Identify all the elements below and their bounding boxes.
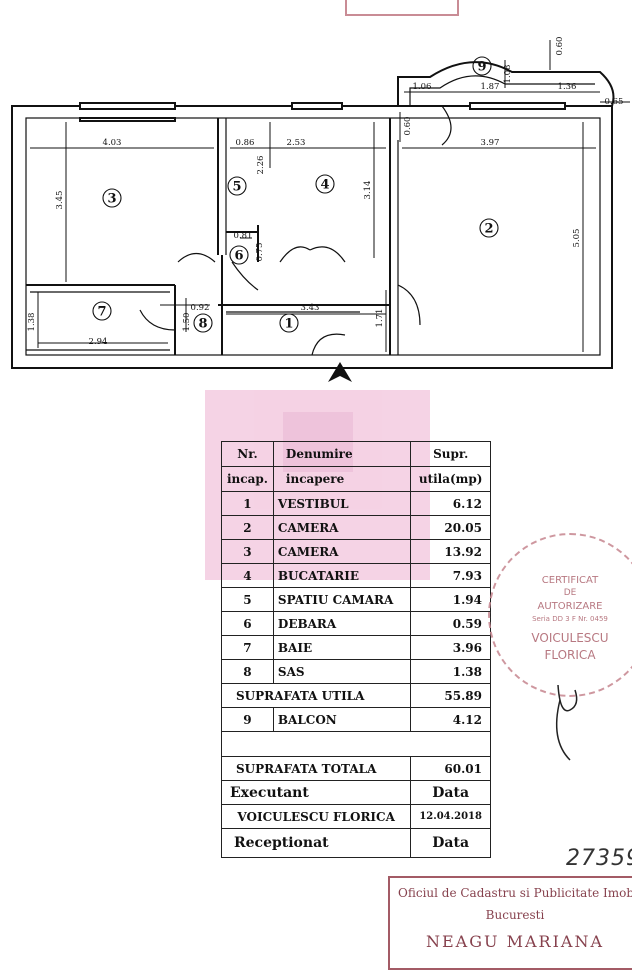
dim-label: 1.06 [413, 82, 432, 92]
entrance-arrow-icon [328, 362, 352, 382]
room-number-3: 3 [107, 192, 116, 207]
header-denumire: Denumire [272, 441, 412, 467]
executant-data-label: Data [410, 780, 491, 805]
dim-label: 0.92 [191, 303, 210, 313]
executant-date: 12.04.2018 [410, 804, 491, 829]
room-number-2: 2 [484, 222, 493, 237]
executant-name: VOICULESCU FLORICA [220, 804, 412, 829]
dim-label: 3.45 [55, 191, 65, 210]
balcony-outline [397, 61, 615, 107]
header-incapere: incapere [272, 466, 412, 492]
dimension-labels: 4.03 3.45 0.86 2.53 2.26 3.14 3.97 5.05 … [27, 37, 623, 347]
dim-label: 3.43 [301, 303, 320, 313]
ocpi-stamp: Oficiul de Cadastru si Publicitate Imob … [388, 876, 632, 970]
dim-label: 2.26 [256, 156, 266, 175]
executant-name-row: VOICULESCU FLORICA 12.04.2018 [220, 804, 491, 829]
stamp-fragment-top [345, 0, 459, 16]
total-row: SUPRAFATA TOTALA 60.01 [220, 756, 491, 781]
signature-mark [555, 684, 578, 761]
empty-row [221, 731, 491, 757]
area-table: Nr. Denumire Supr. incap. incapere utila… [220, 441, 491, 858]
util-label: SUPRAFATA UTILA [220, 683, 412, 708]
executant-label: Executant [220, 780, 412, 805]
floor-plan: 1 2 3 4 5 6 7 8 9 4.03 3.45 0.86 2.53 2.… [11, 37, 630, 382]
dim-label: 1.38 [27, 313, 37, 332]
receptionat-data-label: Data [410, 828, 491, 858]
header-supr: Supr. [410, 441, 491, 467]
dim-label: 0.75 [255, 243, 265, 262]
room-number-4: 4 [320, 178, 329, 193]
dim-label: 1.08 [503, 65, 513, 84]
dim-label: 2.53 [287, 138, 306, 148]
dim-label: 0.81 [234, 231, 253, 241]
dim-label: 5.05 [572, 229, 582, 248]
header-utila: utila(mp) [410, 466, 491, 492]
room-number-9: 9 [477, 60, 486, 75]
room-number-1: 1 [284, 317, 293, 332]
room-number-5: 5 [232, 180, 241, 195]
header-incap: incap. [221, 466, 274, 492]
dim-label: 0.86 [236, 138, 255, 148]
dim-label: 3.14 [363, 181, 373, 200]
total-value: 60.01 [410, 756, 491, 781]
total-label: SUPRAFATA TOTALA [220, 756, 412, 781]
dim-label: 1.87 [481, 82, 500, 92]
dim-label: 1.36 [558, 82, 577, 92]
dim-label: 0.60 [555, 37, 565, 56]
certificate-stamp: CERTIFICAT DE AUTORIZARE Seria DD 3 F Nr… [488, 533, 632, 697]
receptionat-row: Receptionat Data [220, 828, 491, 858]
room-number-8: 8 [198, 317, 207, 332]
dim-label: 3.97 [481, 138, 500, 148]
room-number-6: 6 [234, 249, 243, 264]
receptionat-label: Receptionat [220, 828, 412, 858]
dim-label: 2.94 [89, 337, 108, 347]
dim-label: 1.50 [182, 313, 192, 332]
dim-label: 4.03 [103, 138, 122, 148]
dim-label: 0.65 [605, 97, 624, 107]
dim-label: 0.60 [403, 117, 413, 136]
room-number-7: 7 [97, 305, 106, 320]
executant-row: Executant Data [220, 780, 491, 805]
util-row: SUPRAFATA UTILA 55.89 [220, 683, 491, 708]
dim-label: 1.71 [375, 309, 385, 328]
util-value: 55.89 [410, 683, 491, 708]
handwritten-number: 27359 [566, 846, 632, 871]
header-nr: Nr. [221, 441, 274, 467]
